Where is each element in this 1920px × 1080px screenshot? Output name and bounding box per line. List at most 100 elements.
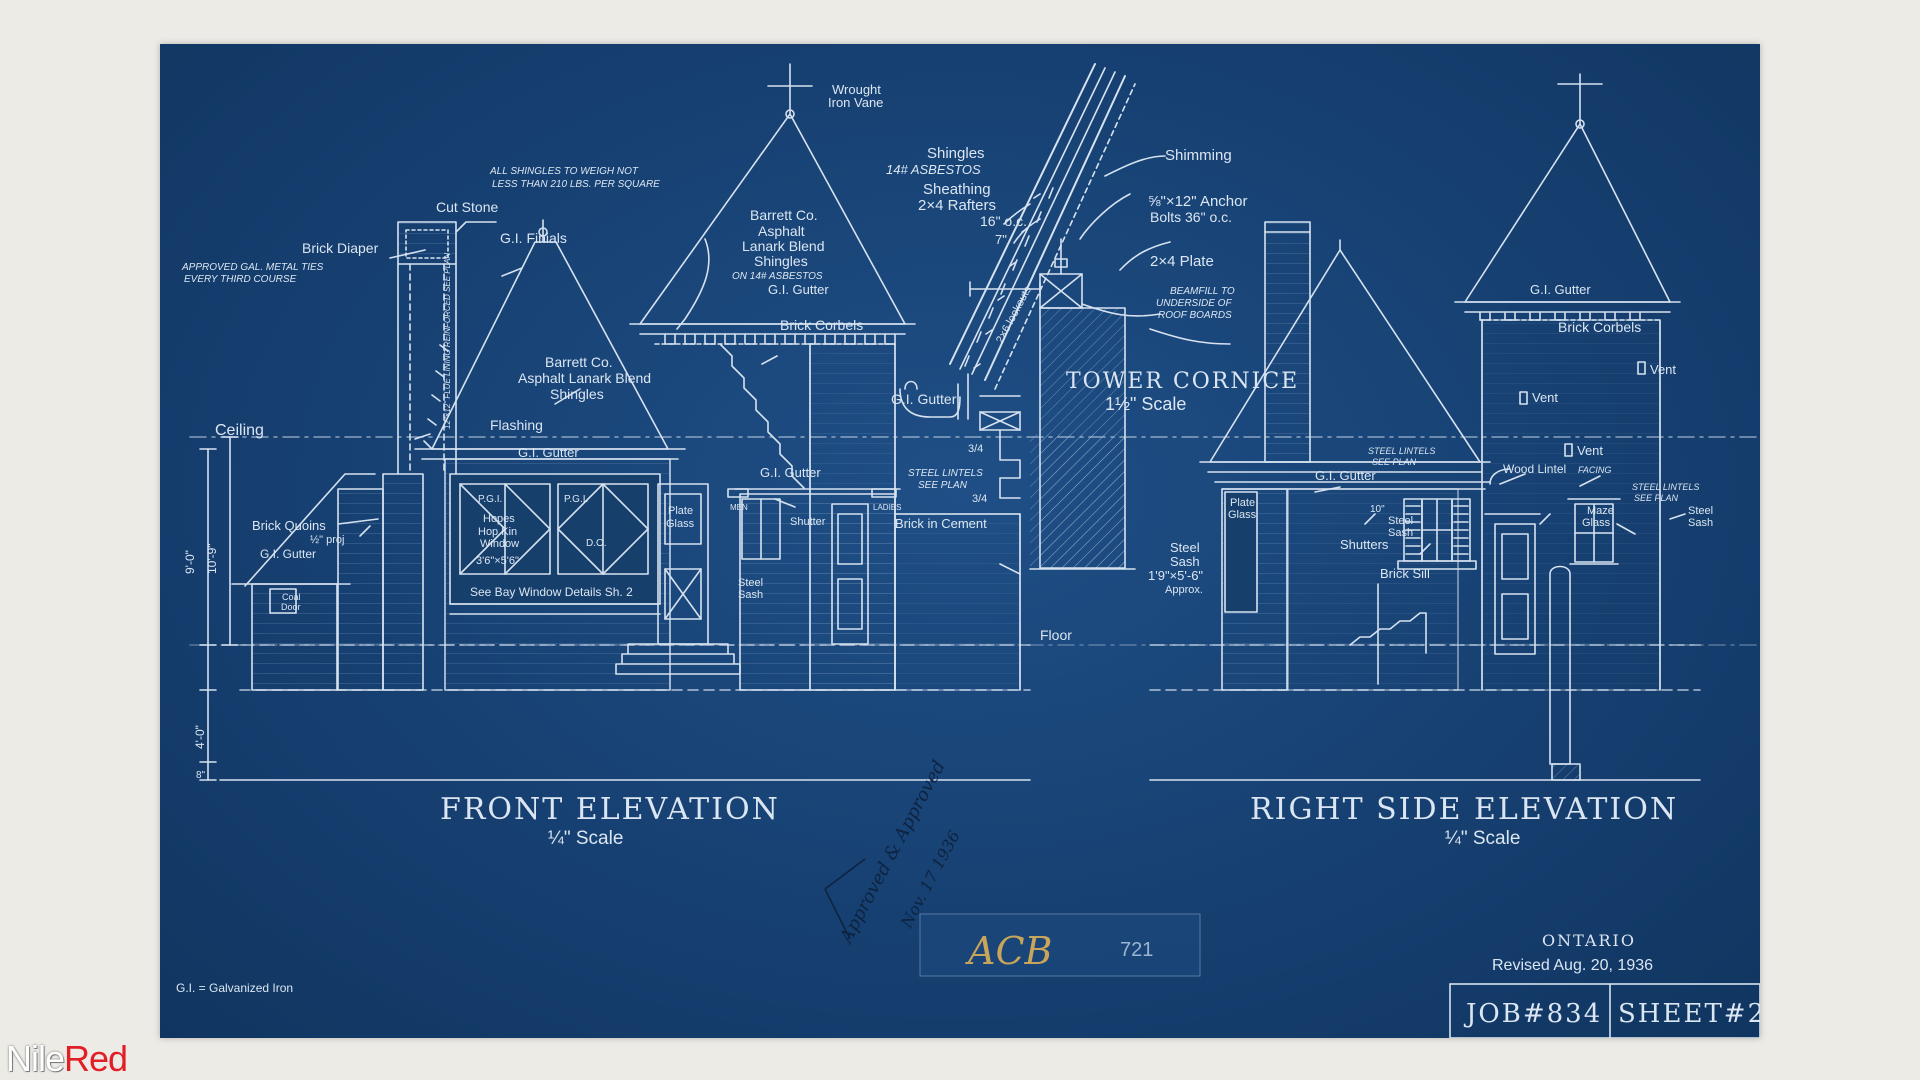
note-steel-lintels: STEEL LINTELS xyxy=(908,468,983,479)
note-rs-steel-sash-mid-2: Sash xyxy=(1388,527,1413,539)
note-floor: Floor xyxy=(1040,627,1072,643)
watermark-red: Red xyxy=(64,1038,128,1079)
note-hopes-window-2: Hop Kin xyxy=(478,526,517,538)
note-barrett-roof: Barrett Co. xyxy=(545,354,613,370)
nilered-watermark: NileRed xyxy=(6,1038,128,1080)
note-wrought-iron: Wrought xyxy=(832,82,881,97)
note-window-pg-right: P.G.I. xyxy=(564,494,588,505)
note-gi-gutter-main: G.I. Gutter xyxy=(518,445,579,460)
note-rafters: 2×4 Rafters xyxy=(918,197,996,214)
note-wrought-iron-2: Iron Vane xyxy=(828,95,883,110)
note-brick-quoins: Brick Quoins xyxy=(252,518,326,533)
watermark-nile: Nile xyxy=(6,1038,65,1079)
note-coal-door-2: Door xyxy=(281,602,301,612)
note-ceiling: Ceiling xyxy=(215,422,264,439)
right-side-elevation-scale: ¼" Scale xyxy=(1445,828,1520,849)
note-shimming: Shimming xyxy=(1165,147,1232,164)
note-rafters-oc: 16" o.c. xyxy=(980,213,1027,229)
note-gi-gutter-right: G.I. Gutter xyxy=(760,465,821,480)
note-beamfill: BEAMFILL TO xyxy=(1170,286,1235,297)
note-gi-gutter-tower: G.I. Gutter xyxy=(768,282,829,297)
note-anchor-bolts: ⅝"×12" Anchor xyxy=(1148,193,1247,210)
note-chimney: 12"×12" FLUE LINING REINFORCED SEE PLAN xyxy=(443,253,452,429)
note-rs-gi-gutter: G.I. Gutter xyxy=(1315,468,1376,483)
dim-9-0: 9'-0" xyxy=(183,550,197,574)
note-rs-maze-glass-2: Glass xyxy=(1582,517,1611,529)
note-shutter: Shutter xyxy=(790,516,826,528)
note-gi-gutter-left: G.I. Gutter xyxy=(260,547,316,561)
note-rs-gi-gutter-tower: G.I. Gutter xyxy=(1530,282,1591,297)
note-rs-plate-glass: Plate xyxy=(1230,497,1255,509)
note-rs-steel-sash-left-size: 1'9"×5'-6" xyxy=(1148,568,1203,583)
note-rs-steel-sash-left-approx: Approx. xyxy=(1165,584,1203,596)
note-beamfill-2: UNDERSIDE OF xyxy=(1156,298,1232,309)
note-anchor-bolts-2: Bolts 36" o.c. xyxy=(1150,209,1232,225)
note-beamfill-3: ROOF BOARDS xyxy=(1158,310,1232,321)
note-rs-steel-lintels-left: STEEL LINTELS xyxy=(1368,446,1435,456)
note-rs-vent-2: Vent xyxy=(1532,390,1558,405)
note-hopes-window-3: Window xyxy=(480,538,519,550)
note-coal-door: Coal xyxy=(282,592,301,602)
note-barrett-roof-2: Asphalt Lanark Blend xyxy=(518,370,651,386)
note-brick-quoins-proj: ½" proj xyxy=(310,534,344,546)
note-barrett-roof-3: Shingles xyxy=(550,386,604,402)
note-dim-7: 7" xyxy=(995,232,1007,247)
dim-4-0: 4'-0" xyxy=(193,725,207,749)
note-barrett-tower: Barrett Co. xyxy=(750,207,818,223)
note-brick-in-cement: Brick in Cement xyxy=(895,516,987,531)
front-elevation-title: FRONT ELEVATION xyxy=(440,792,780,827)
note-men: MEN xyxy=(730,503,748,512)
note-barrett-tower-4: Shingles xyxy=(754,253,808,269)
note-approved-ties: APPROVED GAL. METAL TIES xyxy=(181,262,324,273)
note-steel-lintels-2: SEE PLAN xyxy=(918,480,968,491)
location-label: ONTARIO xyxy=(1542,931,1636,950)
tower-cornice-scale: 1½" Scale xyxy=(1105,394,1186,414)
note-dim-3-4a: 3/4 xyxy=(968,443,983,455)
note-gi-finials: G.I. Finials xyxy=(500,230,567,246)
tower-cornice-drawing xyxy=(899,63,1231,570)
approval-stamp: 721 ACB Approved & Approved Nov. 17 1936 xyxy=(824,757,1201,977)
blueprint-sheet: FRONT ELEVATION ¼" Scale TOWER CORNICE 1… xyxy=(160,44,1760,1038)
right-side-elevation-title: RIGHT SIDE ELEVATION xyxy=(1250,792,1678,827)
note-rs-brick-corbels: Brick Corbels xyxy=(1558,319,1641,335)
note-plate: 2×4 Plate xyxy=(1150,253,1214,270)
stamp-number: 721 xyxy=(1120,939,1153,961)
note-shingles: Shingles xyxy=(927,145,985,162)
legend-gi: G.I. = Galvanized Iron xyxy=(176,981,293,995)
right-side-elevation-drawing xyxy=(1149,73,1701,781)
revised-date: Revised Aug. 20, 1936 xyxy=(1492,957,1653,974)
note-rs-vent-1: Vent xyxy=(1650,362,1676,377)
dim-8: 8" xyxy=(196,770,206,781)
dim-10-9: 10'-9" xyxy=(205,543,219,574)
note-bay-window: See Bay Window Details Sh. 2 xyxy=(470,585,633,599)
note-rs-steel-lintels-right: STEEL LINTELS xyxy=(1632,482,1699,492)
note-rs-steel-sash-left-2: Sash xyxy=(1170,554,1200,569)
sheet-number: SHEET#2 xyxy=(1618,999,1760,1029)
note-steel-sash: Steel xyxy=(738,577,763,589)
note-hopes-window: Hopes xyxy=(483,513,515,525)
front-elevation-drawing xyxy=(189,63,1760,781)
note-flashing: Flashing xyxy=(490,417,543,433)
note-do-label: D.O. xyxy=(586,538,607,549)
note-rs-steel-lintels-right-2: SEE PLAN xyxy=(1634,493,1679,503)
note-rs-vent-3: Vent xyxy=(1577,443,1603,458)
note-approved-ties-2: EVERY THIRD COURSE xyxy=(184,274,297,285)
note-steel-sash-2: Sash xyxy=(738,589,763,601)
note-barrett-tower-3: Lanark Blend xyxy=(742,238,825,254)
note-rs-maze-glass: Maze xyxy=(1587,505,1614,517)
job-number: JOB#834 xyxy=(1463,999,1602,1029)
handwritten-initials: ACB xyxy=(965,929,1052,973)
note-rs-steel-sash-right-2: Sash xyxy=(1688,517,1713,529)
note-rs-plate-glass-2: Glass xyxy=(1228,509,1257,521)
note-hopes-window-size: 3'6"×5'6" xyxy=(476,555,519,567)
note-brick-diaper: Brick Diaper xyxy=(302,240,379,256)
note-rs-steel-sash-left: Steel xyxy=(1170,540,1200,555)
note-all-shingles: ALL SHINGLES TO WEIGH NOT xyxy=(489,166,639,177)
note-rs-facing: FACING xyxy=(1578,465,1611,475)
tower-cornice-title: TOWER CORNICE xyxy=(1066,369,1299,394)
note-barrett-tower-5: ON 14# ASBESTOS xyxy=(732,271,823,282)
note-brick-corbels: Brick Corbels xyxy=(780,317,863,333)
note-sheathing: Sheathing xyxy=(923,181,991,198)
front-elevation-scale: ¼" Scale xyxy=(548,828,623,849)
note-all-shingles-2: LESS THAN 210 LBS. PER SQUARE xyxy=(492,179,660,190)
